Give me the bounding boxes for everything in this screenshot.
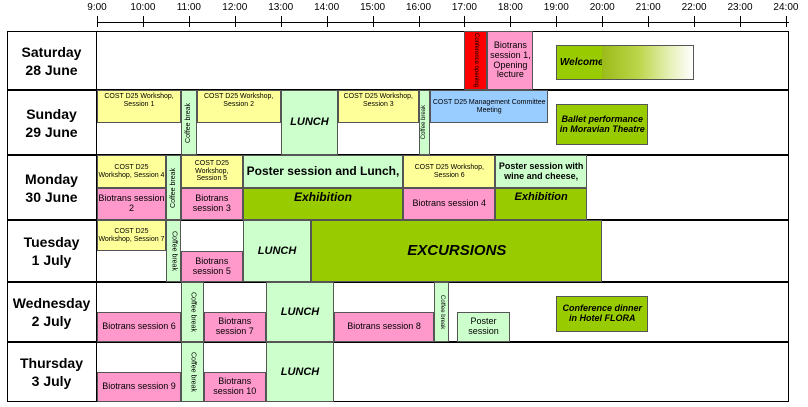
day-label: Saturday 28 June bbox=[7, 31, 97, 90]
schedule-event: Biotrans session 6 bbox=[97, 312, 182, 342]
hour-tick bbox=[188, 16, 190, 27]
hour-tick bbox=[326, 16, 328, 27]
hour-label: 16:00 bbox=[405, 2, 432, 13]
hour-label: 11:00 bbox=[176, 2, 201, 13]
schedule-event: COST D25 Workshop, Session 6 bbox=[403, 155, 496, 188]
schedule-event: LUNCH bbox=[265, 282, 335, 342]
schedule-event: LUNCH bbox=[265, 342, 335, 402]
schedule-event: Conference opening bbox=[464, 31, 488, 90]
event-label: Coffee break bbox=[170, 231, 178, 271]
time-axis-line bbox=[97, 22, 789, 23]
hour-tick bbox=[785, 16, 787, 27]
schedule-event: Poster session bbox=[456, 312, 511, 342]
hour-label: 14:00 bbox=[314, 2, 340, 13]
hour-tick bbox=[234, 16, 236, 27]
hour-tick bbox=[556, 16, 558, 27]
event-label: Conference opening bbox=[473, 33, 480, 88]
hour-label: 12:00 bbox=[222, 2, 248, 13]
schedule-event: Coffee break bbox=[181, 90, 197, 155]
schedule-event: Coffee break bbox=[418, 90, 430, 155]
hour-tick bbox=[510, 16, 512, 27]
hour-tick bbox=[602, 16, 604, 27]
schedule-event: LUNCH bbox=[280, 90, 339, 155]
schedule-event: Coffee break bbox=[181, 282, 204, 342]
hour-tick bbox=[694, 16, 696, 27]
hour-tick bbox=[740, 16, 742, 27]
schedule-event: Poster session and Lunch, bbox=[242, 155, 404, 188]
hour-tick bbox=[464, 16, 466, 27]
hour-tick bbox=[372, 16, 374, 27]
hour-label: 10:00 bbox=[130, 2, 156, 13]
hour-label: 24:00 bbox=[773, 2, 799, 13]
schedule-event: Biotrans session 9 bbox=[97, 372, 182, 402]
event-label: Coffee break bbox=[420, 105, 427, 140]
schedule-event: LUNCH bbox=[242, 220, 312, 282]
schedule-event: COST D25 Workshop, Session 7 bbox=[97, 220, 166, 251]
day-label: Monday 30 June bbox=[7, 155, 97, 220]
hour-label: 22:00 bbox=[681, 2, 707, 13]
hour-tick bbox=[142, 16, 144, 27]
event-label: Coffee break bbox=[189, 292, 197, 332]
hour-tick bbox=[280, 16, 282, 27]
event-label: Coffee break bbox=[185, 102, 192, 143]
event-label: Coffee break bbox=[189, 352, 197, 392]
schedule-event bbox=[602, 45, 695, 80]
day-label: Tuesday 1 July bbox=[7, 220, 97, 282]
day-label: Sunday 29 June bbox=[7, 90, 97, 155]
schedule-event: Biotrans session 8 bbox=[334, 312, 434, 342]
hour-label: 9:00 bbox=[87, 2, 107, 13]
event-label: Coffee break bbox=[438, 294, 445, 330]
schedule-event: Biotrans session 4 bbox=[403, 188, 496, 220]
schedule-event: COST D25 Management Committee Meeting bbox=[429, 90, 549, 123]
schedule-event: COST D25 Workshop, Session 4 bbox=[97, 155, 166, 188]
hour-label: 15:00 bbox=[360, 2, 386, 13]
hour-tick bbox=[418, 16, 420, 27]
schedule-event: Biotrans session 3 bbox=[181, 188, 243, 220]
schedule-event: Biotrans session 7 bbox=[204, 312, 266, 342]
hour-tick bbox=[648, 16, 650, 27]
schedule-event: COST D25 Workshop, Session 2 bbox=[196, 90, 281, 123]
hour-label: 17:00 bbox=[451, 2, 477, 13]
schedule-event: Coffee break bbox=[165, 155, 182, 220]
schedule-event: Poster session with wine and cheese, bbox=[495, 155, 588, 188]
schedule-event: COST D25 Workshop, Session 1 bbox=[97, 90, 182, 123]
hour-label: 19:00 bbox=[543, 2, 569, 13]
hour-label: 20:00 bbox=[589, 2, 615, 13]
schedule-event: Exhibition bbox=[495, 188, 588, 220]
schedule-event: Coffee break bbox=[165, 220, 182, 282]
day-label: Wednesday 2 July bbox=[7, 282, 97, 342]
day-label: Thursday 3 July bbox=[7, 342, 97, 402]
schedule-event: COST D25 Workshop, Session 5 bbox=[181, 155, 243, 188]
schedule-event: Biotrans session 1, Opening lecture bbox=[487, 31, 534, 90]
schedule-event: Biotrans session 5 bbox=[181, 251, 243, 282]
schedule-event: COST D25 Workshop, Session 3 bbox=[338, 90, 419, 123]
schedule-event: Biotrans session 10 bbox=[204, 372, 266, 402]
schedule-event: Coffee break bbox=[181, 342, 204, 402]
event-label: Coffee break bbox=[169, 167, 177, 208]
schedule-event: Exhibition bbox=[242, 188, 404, 220]
hour-label: 23:00 bbox=[727, 2, 753, 13]
schedule-event: Ballet performance in Moravian Theatre bbox=[556, 104, 649, 145]
hour-label: 13:00 bbox=[268, 2, 294, 13]
hour-tick bbox=[97, 16, 98, 27]
schedule-event: EXCURSIONS bbox=[311, 220, 603, 282]
schedule-event: Conference dinner in Hotel FLORA bbox=[556, 296, 649, 332]
hour-label: 18:00 bbox=[497, 2, 523, 13]
schedule-event: Coffee break bbox=[433, 282, 450, 342]
hour-label: 21:00 bbox=[635, 2, 661, 13]
schedule-event: Biotrans session 2 bbox=[97, 188, 166, 220]
